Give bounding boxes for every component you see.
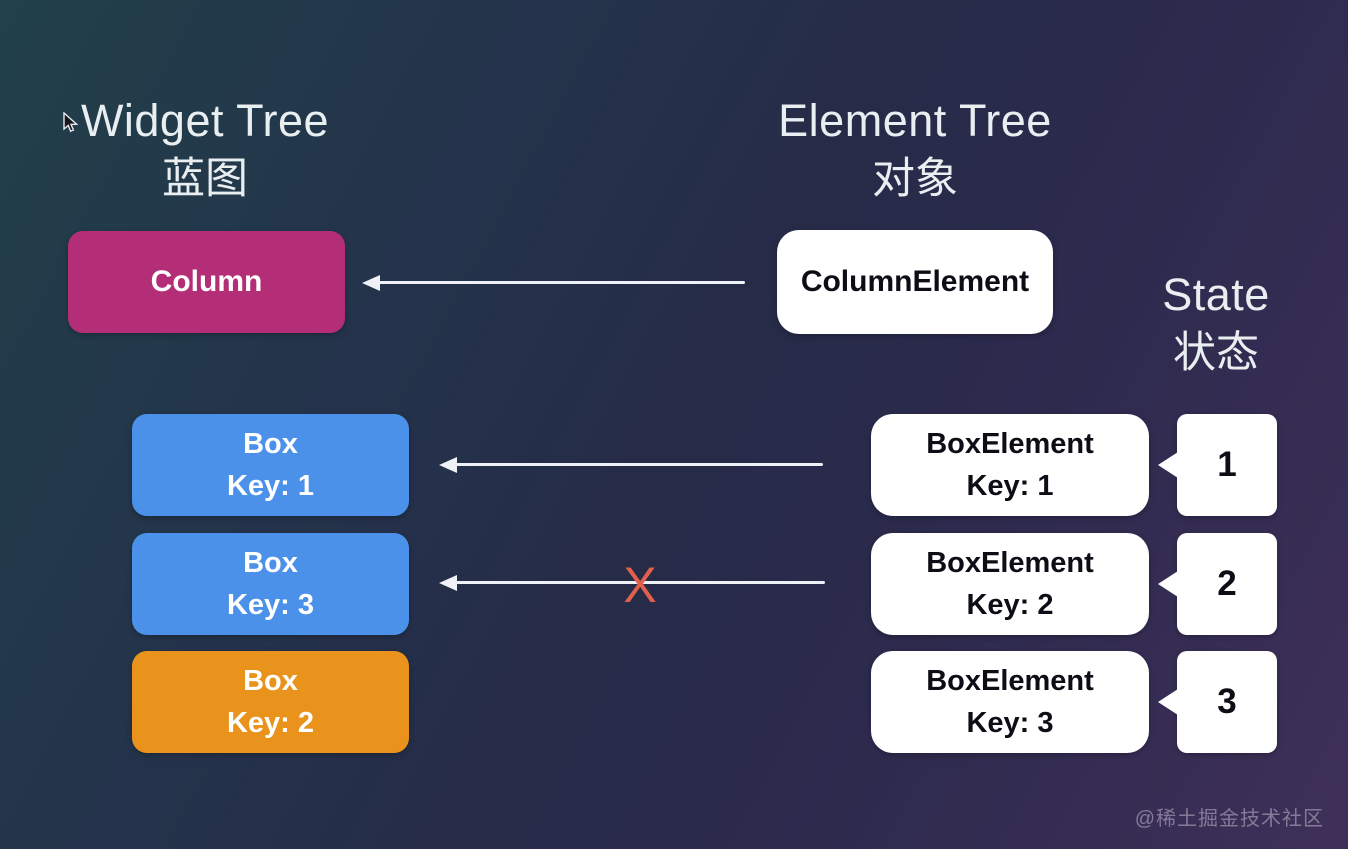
box-element-key2-key: Key: 2 bbox=[966, 589, 1054, 621]
box-element-key2-title: BoxElement bbox=[926, 546, 1094, 579]
widget-tree-heading: Widget Tree 蓝图 bbox=[40, 96, 370, 203]
mouse-cursor-icon bbox=[60, 111, 80, 139]
column-element-label: ColumnElement bbox=[800, 265, 1030, 298]
arrow-columnelement-to-column bbox=[378, 281, 745, 284]
box-element-key1-key: Key: 1 bbox=[966, 470, 1054, 502]
box-element-key2-node: BoxElement Key: 2 bbox=[871, 533, 1149, 635]
column-widget-label: Column bbox=[150, 265, 263, 298]
broken-link-x-mark: X bbox=[623, 557, 657, 613]
box-element-key1-node: BoxElement Key: 1 bbox=[871, 414, 1149, 516]
element-tree-heading: Element Tree 对象 bbox=[750, 96, 1080, 203]
box-element-key1-title: BoxElement bbox=[926, 427, 1094, 460]
state-bubble-1-value: 1 bbox=[1217, 445, 1237, 484]
widget-box-key2-title: Box bbox=[243, 664, 298, 697]
widget-tree-subtitle-zh: 蓝图 bbox=[162, 154, 248, 203]
state-heading: State 状态 bbox=[1126, 270, 1306, 377]
state-bubble-3-value: 3 bbox=[1217, 682, 1237, 721]
box-element-key3-title: BoxElement bbox=[926, 664, 1094, 697]
state-subtitle-zh: 状态 bbox=[1173, 328, 1259, 377]
state-bubble-2-value: 2 bbox=[1217, 564, 1237, 603]
box-element-key3-node: BoxElement Key: 3 bbox=[871, 651, 1149, 753]
widget-box-key2-node: Box Key: 2 bbox=[132, 651, 409, 753]
column-element-node: ColumnElement bbox=[777, 230, 1053, 334]
element-tree-subtitle-zh: 对象 bbox=[872, 154, 958, 203]
widget-box-key2-key: Key: 2 bbox=[226, 707, 315, 739]
state-title: State bbox=[1162, 269, 1270, 320]
arrow-boxelement2-to-box3-broken bbox=[455, 581, 825, 584]
widget-box-key1-key: Key: 1 bbox=[226, 470, 315, 502]
widget-tree-title: Widget Tree bbox=[80, 95, 330, 146]
column-widget-node: Column bbox=[68, 231, 345, 333]
element-tree-title: Element Tree bbox=[778, 95, 1052, 146]
widget-box-key3-key: Key: 3 bbox=[226, 589, 315, 621]
box-element-key3-key: Key: 3 bbox=[966, 707, 1054, 739]
widget-box-key3-title: Box bbox=[243, 546, 298, 579]
watermark-text: @稀土掘金技术社区 bbox=[1134, 808, 1324, 830]
widget-box-key1-title: Box bbox=[243, 427, 298, 460]
arrow-boxelement1-to-box1 bbox=[455, 463, 823, 466]
state-bubble-3: 3 bbox=[1177, 651, 1277, 753]
state-bubble-2: 2 bbox=[1177, 533, 1277, 635]
widget-box-key3-node: Box Key: 3 bbox=[132, 533, 409, 635]
state-bubble-1: 1 bbox=[1177, 414, 1277, 516]
widget-box-key1-node: Box Key: 1 bbox=[132, 414, 409, 516]
